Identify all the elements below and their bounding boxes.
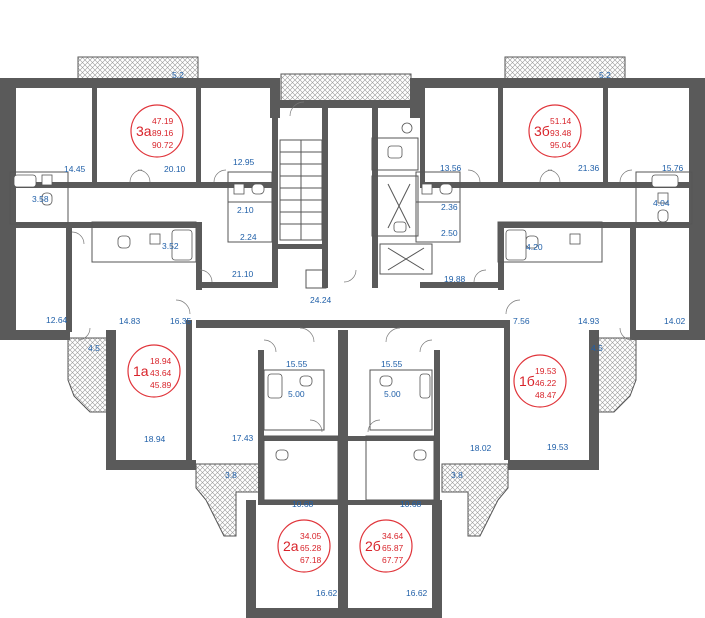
- apartment-badge-circle: [528, 104, 582, 158]
- room-area-label: 19.53: [547, 442, 569, 452]
- room-area-label: 18.94: [144, 434, 166, 444]
- room-area-label: 3.8: [451, 470, 463, 480]
- room-area-label: 5.2: [599, 70, 611, 80]
- room-area-label: 10.68: [400, 499, 422, 509]
- apartment-badge-circle: [359, 519, 413, 573]
- balconies: [67, 56, 637, 537]
- apartment-name: 3б: [534, 123, 550, 139]
- apartment-stat: 48.47: [535, 390, 557, 400]
- apartment-stat: 89.16: [152, 128, 174, 138]
- room-area-label: 16.62: [406, 588, 428, 598]
- apartment-badges: 3а 47.19 89.16 90.72 3б 51.14 93.48 95.0…: [127, 104, 582, 573]
- room-area-label: 16.62: [316, 588, 338, 598]
- room-area-label: 14.02: [664, 316, 686, 326]
- room-area-label: 2.50: [441, 228, 458, 238]
- room-area-label: 24.24: [310, 295, 332, 305]
- apartment-badge-circle: [127, 344, 181, 398]
- room-area-label: 14.93: [578, 316, 600, 326]
- interior-walls: [10, 86, 695, 505]
- apartment-stat: 51.14: [550, 116, 572, 126]
- apartment-stat: 18.94: [150, 356, 172, 366]
- room-area-label: 19.88: [444, 274, 466, 284]
- room-area-label: 4.5: [88, 343, 100, 353]
- room-area-label: 15.55: [286, 359, 308, 369]
- room-area-labels: 5.2 5.2 14.45 20.10 12.95 13.56 21.36 15…: [32, 70, 686, 598]
- apartment-2b: 2б 34.64 65.87 67.77: [359, 519, 413, 573]
- apartment-stat: 95.04: [550, 140, 572, 150]
- apartment-name: 1а: [133, 363, 149, 379]
- room-area-label: 2.10: [237, 205, 254, 215]
- room-area-label: 5.2: [172, 70, 184, 80]
- apartment-stat: 34.64: [382, 531, 404, 541]
- room-area-label: 4.20: [526, 242, 543, 252]
- apartment-name: 1б: [519, 373, 535, 389]
- room-area-label: 2.24: [240, 232, 257, 242]
- staircase: [279, 122, 413, 241]
- apartment-stat: 43.64: [150, 368, 172, 378]
- fixtures: [13, 145, 679, 461]
- room-area-label: 12.95: [233, 157, 255, 167]
- room-area-label: 10.68: [292, 499, 314, 509]
- apartment-badge-circle: [513, 354, 567, 408]
- apartment-1b: 1б 19.53 46.22 48.47: [513, 354, 567, 408]
- apartment-stat: 46.22: [535, 378, 557, 388]
- room-area-label: 4.5: [591, 343, 603, 353]
- room-area-label: 14.83: [119, 316, 141, 326]
- room-area-label: 15.76: [662, 163, 684, 173]
- room-area-label: 14.45: [64, 164, 86, 174]
- apartment-stat: 47.19: [152, 116, 174, 126]
- room-area-label: 18.02: [470, 443, 492, 453]
- apartment-stat: 93.48: [550, 128, 572, 138]
- apartment-stat: 45.89: [150, 380, 172, 390]
- room-area-label: 2.36: [441, 202, 458, 212]
- apartment-badge-circle: [130, 104, 184, 158]
- apartment-stat: 90.72: [152, 140, 174, 150]
- room-area-label: 21.10: [232, 269, 254, 279]
- room-area-label: 20.10: [164, 164, 186, 174]
- room-area-label: 3.52: [162, 241, 179, 251]
- apartment-stat: 65.28: [300, 543, 322, 553]
- room-area-label: 16.35: [170, 316, 192, 326]
- room-area-label: 4.04: [653, 198, 670, 208]
- doors: [71, 101, 633, 433]
- apartment-stat: 67.77: [382, 555, 404, 565]
- partitions: [9, 137, 693, 501]
- room-area-label: 3.58: [32, 194, 49, 204]
- room-area-label: 17.43: [232, 433, 254, 443]
- room-area-label: 5.00: [288, 389, 305, 399]
- apartment-3b: 3б 51.14 93.48 95.04: [528, 104, 582, 158]
- room-area-label: 7.56: [513, 316, 530, 326]
- room-area-label: 15.55: [381, 359, 403, 369]
- apartment-1a: 1а 18.94 43.64 45.89: [127, 344, 181, 398]
- exterior-walls: [0, 78, 705, 618]
- apartment-badge-circle: [277, 519, 331, 573]
- apartment-name: 3а: [136, 123, 152, 139]
- apartment-name: 2а: [283, 538, 299, 554]
- room-area-label: 13.56: [440, 163, 462, 173]
- room-area-label: 3.8: [225, 470, 237, 480]
- room-area-label: 12.64: [46, 315, 68, 325]
- apartment-stat: 19.53: [535, 366, 557, 376]
- apartment-stat: 34.05: [300, 531, 322, 541]
- apartment-3a: 3а 47.19 89.16 90.72: [130, 104, 184, 158]
- apartment-stat: 65.87: [382, 543, 404, 553]
- apartment-name: 2б: [365, 538, 381, 554]
- room-area-label: 21.36: [578, 163, 600, 173]
- apartment-stat: 67.18: [300, 555, 322, 565]
- room-area-label: 5.00: [384, 389, 401, 399]
- apartment-2a: 2а 34.05 65.28 67.18: [277, 519, 331, 573]
